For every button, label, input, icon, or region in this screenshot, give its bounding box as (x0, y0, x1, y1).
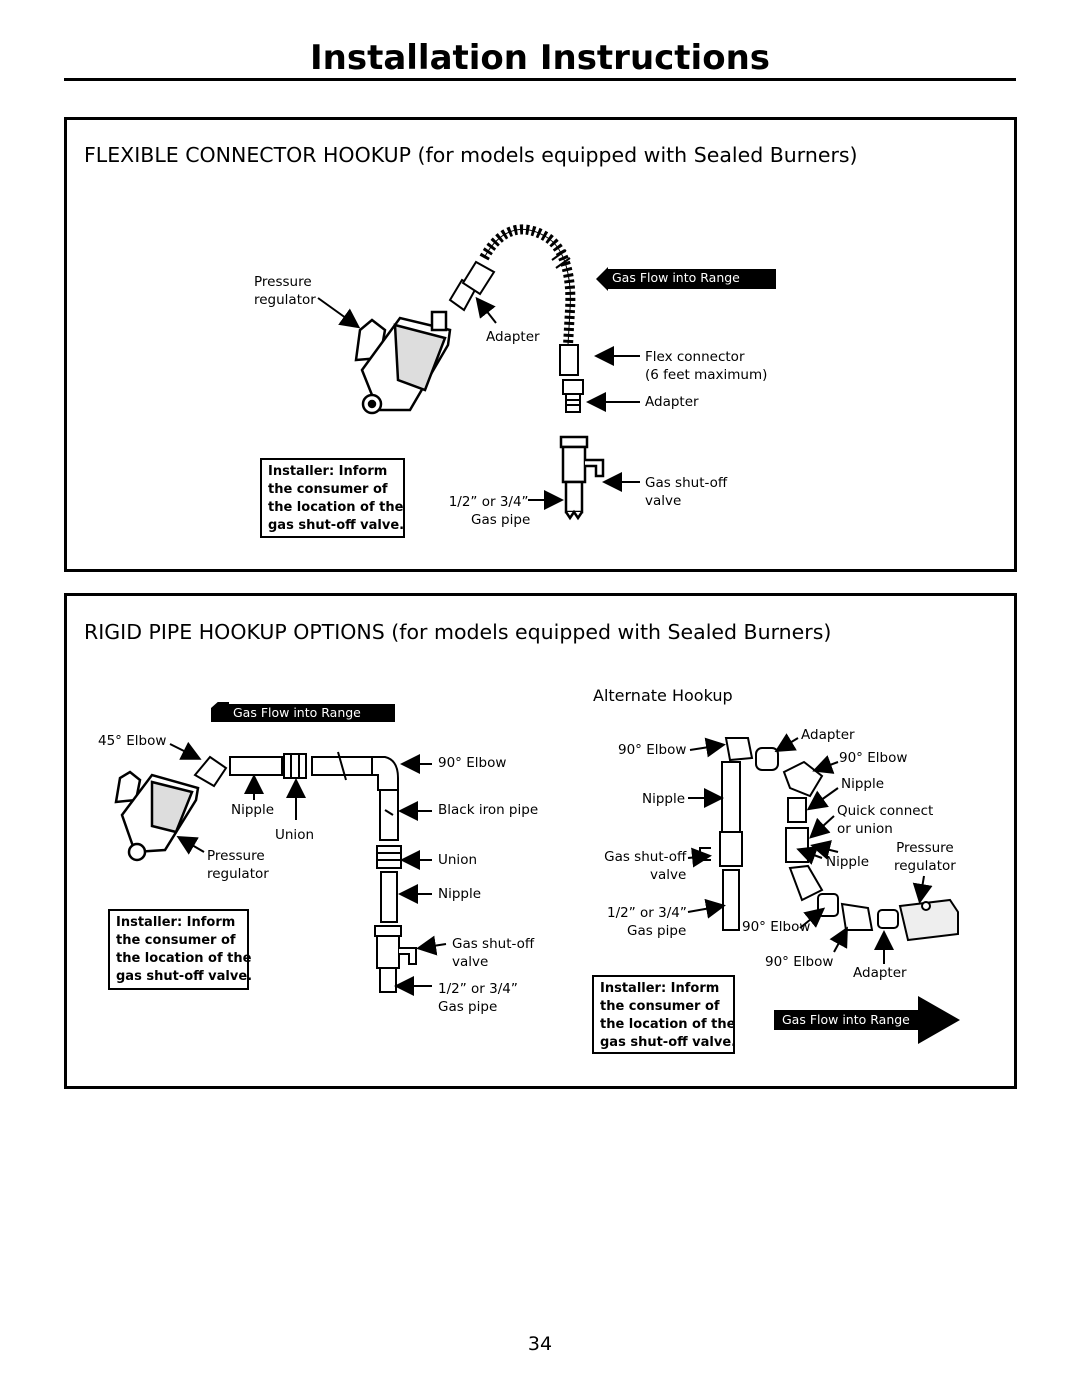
alt-gas-shutoff-label: Gas shut-off valve (604, 849, 687, 883)
adapter-bottom-label: Adapter (645, 394, 699, 410)
gas-flow-arrow-rigid: Gas Flow into Range (211, 702, 395, 724)
alt-elbow90-top-label: 90° Elbow (839, 750, 908, 766)
gas-flow-arrow-alternate: Gas Flow into Range (774, 996, 960, 1044)
rigid-regulator-drawing (114, 770, 200, 862)
alt-nipple-top-label: Nipple (841, 776, 885, 792)
alt-quick-connect-label: Quick connect or union (837, 803, 934, 837)
black-iron-pipe-label: Black iron pipe (438, 802, 539, 818)
flex-section-title: FLEXIBLE CONNECTOR HOOKUP (for models eq… (84, 143, 858, 167)
rigid-pipe-panel (64, 593, 1017, 1089)
rigid-gas-pipe-label: 1/2” or 3/4” Gas pipe (438, 981, 518, 1015)
installer-note-alternate: Installer: Inform the consumer of the lo… (592, 975, 736, 1054)
alt-gas-pipe-label: 1/2” or 3/4” Gas pipe (607, 905, 687, 939)
adapter-bottom-drawing (562, 379, 584, 413)
adapter-top-drawing (448, 260, 496, 312)
flow-label: Gas Flow into Range (233, 705, 361, 720)
alt-elbow90-bottom2-label: 90° Elbow (765, 954, 834, 970)
installer-note-flex: Installer: Inform the consumer of the lo… (260, 458, 405, 538)
gas-flow-arrow-flex: Gas Flow into Range (596, 267, 776, 291)
title-rule (64, 78, 1016, 81)
elbow45-label: 45° Elbow (98, 733, 167, 749)
alt-nipple-mid-label: Nipple (826, 854, 870, 870)
alt-adapter-bottom-label: Adapter (853, 965, 907, 981)
alt-elbow90-bottom1-label: 90° Elbow (742, 919, 811, 935)
flex-connector-panel (64, 117, 1017, 572)
rigid-pressure-regulator-label: Pressure regulator (207, 848, 269, 882)
alt-pressure-regulator-label: Pressure regulator (894, 840, 956, 874)
rigid-section-title: RIGID PIPE HOOKUP OPTIONS (for models eq… (84, 620, 832, 644)
flow-arrow-left-icon (596, 267, 776, 291)
flow-arrow-left-icon (211, 702, 395, 722)
elbow90-label: 90° Elbow (438, 755, 507, 771)
shutoff-valve-drawing (559, 435, 605, 521)
gas-pipe-label: 1/2” or 3/4” Gas pipe (448, 494, 531, 528)
flow-arrow-right-icon (774, 996, 960, 1044)
flow-label: Gas Flow into Range (612, 270, 740, 285)
installer-note-rigid: Installer: Inform the consumer of the lo… (108, 909, 252, 990)
adapter-top-label: Adapter (486, 329, 540, 345)
nipple-right-label: Nipple (438, 886, 482, 902)
nipple-label: Nipple (231, 802, 275, 818)
union-label: Union (275, 827, 315, 843)
alt-adapter-top-label: Adapter (801, 727, 855, 743)
gas-shutoff-label: Gas shut-off valve (645, 475, 728, 509)
union-right-label: Union (438, 852, 478, 868)
page-number: 34 (527, 1333, 553, 1355)
page-title: Installation Instructions (309, 38, 771, 78)
rigid-piping-drawing (193, 751, 417, 993)
alternate-hookup-title: Alternate Hookup (593, 686, 733, 705)
flex-connector-label: Flex connector (6 feet maximum) (645, 349, 768, 383)
alt-elbow90-left-label: 90° Elbow (618, 742, 687, 758)
rigid-gas-shutoff-label: Gas shut-off valve (452, 936, 535, 970)
pressure-regulator-label: Pressure regulator (254, 274, 316, 308)
pressure-regulator-drawing (354, 310, 452, 415)
flex-coil-drawing (479, 224, 579, 376)
alt-nipple-left-label: Nipple (642, 791, 686, 807)
flow-label: Gas Flow into Range (782, 1012, 910, 1027)
